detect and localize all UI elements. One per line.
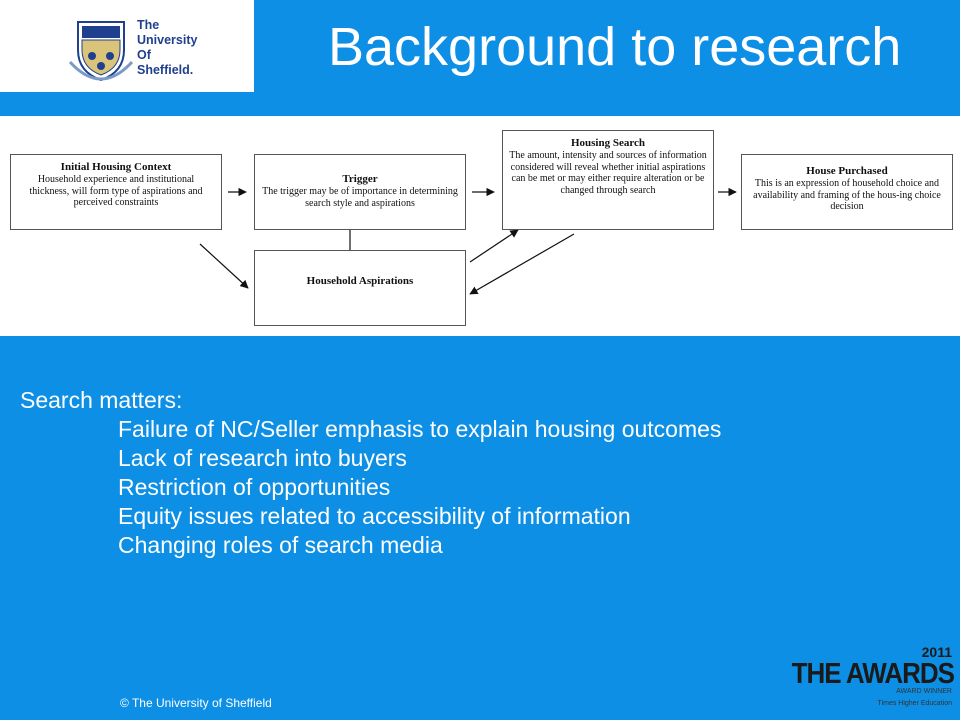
arrow-search-to-aspirations (469, 233, 575, 295)
logo-line: University (137, 33, 198, 47)
research-diagram: Initial Housing Context Household experi… (0, 116, 960, 336)
content-heading: Search matters: (20, 387, 183, 413)
node-title: Trigger (342, 173, 378, 185)
node-title: House Purchased (806, 165, 888, 177)
diagram-connectors (199, 187, 737, 295)
node-housing-search: Housing Search The amount, intensity and… (502, 130, 714, 230)
awards-year: 2011 (921, 644, 952, 660)
logo-line: Of (137, 48, 151, 62)
bullet-list: Failure of NC/Seller emphasis to explain… (118, 415, 838, 560)
node-house-purchased: House Purchased This is an expression of… (741, 154, 953, 230)
node-body: The trigger may be of importance in dete… (262, 186, 458, 209)
arrow-aspirations-to-search (469, 229, 519, 263)
bullet-item: Changing roles of search media (118, 532, 443, 558)
awards-sub1: AWARD WINNER (896, 688, 952, 695)
node-household-aspirations: Household Aspirations (254, 250, 466, 326)
logo-line: Sheffield. (137, 63, 194, 77)
node-body: This is an expression of household choic… (753, 178, 941, 212)
bullet-item: Restriction of opportunities (118, 474, 391, 500)
bullet-item: Failure of NC/Seller emphasis to explain… (118, 416, 722, 442)
shield-crest-icon (68, 21, 134, 82)
bullet-item: Lack of research into buyers (118, 445, 407, 471)
university-logo: The University Of Sheffield. (0, 0, 254, 92)
awards-logo: 2011 THE AWARDS AWARD WINNER Times Highe… (792, 644, 956, 720)
logo-line: The (137, 18, 160, 32)
awards-name: THE AWARDS (791, 656, 955, 690)
node-trigger: Trigger The trigger may be of importance… (254, 154, 466, 230)
node-body: Household experience and institutional t… (29, 174, 203, 208)
page-title: Background to research (328, 17, 902, 77)
bullet-item: Equity issues related to accessibility o… (118, 503, 631, 529)
arrow-context-to-aspirations (199, 243, 249, 289)
footer-copyright: © The University of Sheffield (120, 696, 272, 710)
node-initial-housing-context: Initial Housing Context Household experi… (10, 154, 222, 230)
awards-sub2: Times Higher Education (877, 700, 952, 707)
node-title: Household Aspirations (306, 275, 414, 287)
node-body: The amount, intensity and sources of inf… (509, 150, 707, 196)
node-title: Housing Search (570, 137, 646, 149)
node-title: Initial Housing Context (60, 161, 172, 173)
content-block: Search matters: Failure of NC/Seller emp… (20, 386, 838, 560)
